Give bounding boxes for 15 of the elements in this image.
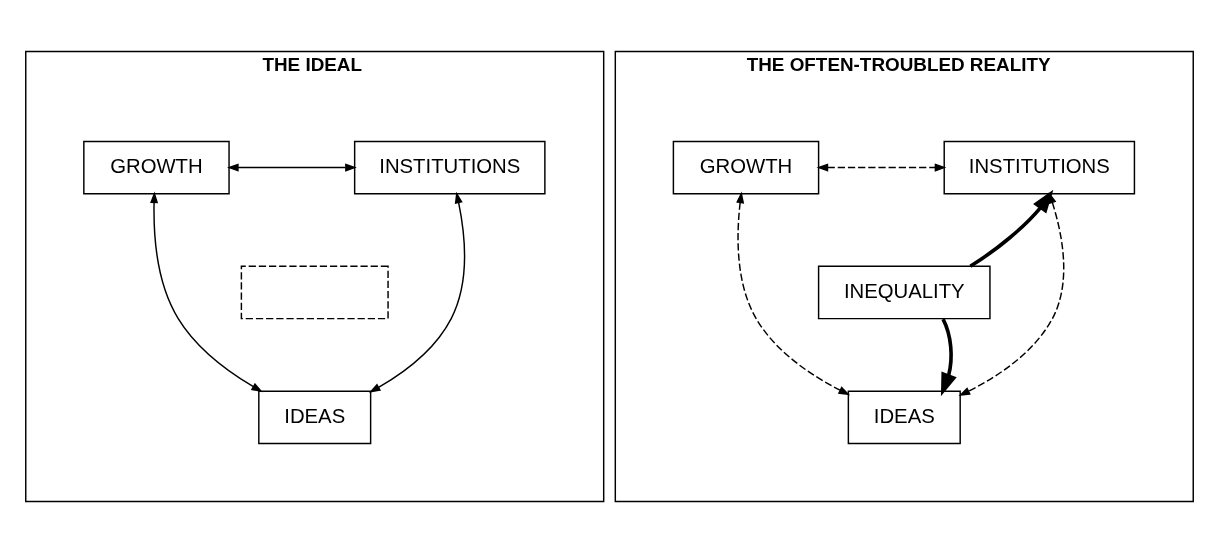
arrow: [969, 189, 1054, 268]
arrow: [368, 191, 466, 393]
arrow: [150, 191, 263, 393]
arrow: [736, 191, 851, 396]
node-box: INEQUALITY: [817, 265, 991, 320]
node-box: IDEAS: [258, 390, 372, 445]
arrow: [816, 163, 947, 172]
arrow: [940, 318, 957, 397]
arrow: [227, 163, 357, 172]
node-box: GROWTH: [83, 140, 230, 195]
node-box: INSTITUTIONS: [353, 140, 546, 195]
node-box: INSTITUTIONS: [943, 140, 1136, 195]
node-box: GROWTH: [672, 140, 820, 195]
node-box: IDEAS: [847, 390, 961, 445]
node-box: [240, 265, 389, 320]
